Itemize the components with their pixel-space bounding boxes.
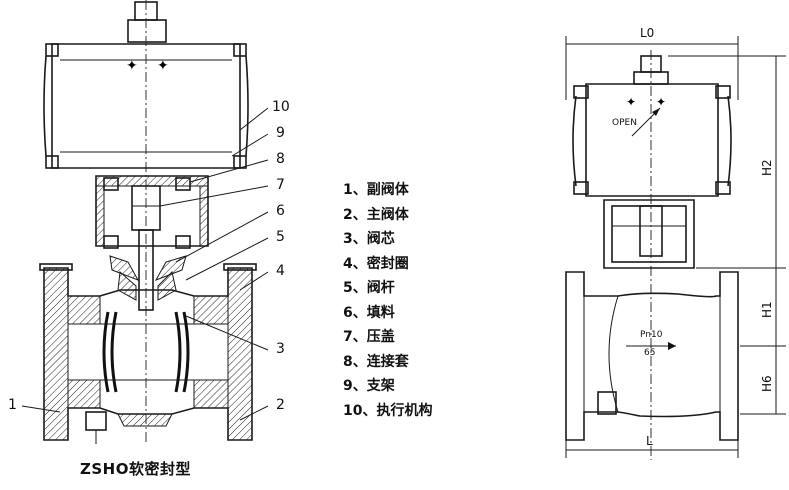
parts-list-item: 8、连接套: [343, 353, 409, 370]
callout-4: 4: [276, 263, 285, 279]
parts-list-item: 7、压盖: [343, 329, 395, 345]
svg-text:✦: ✦: [126, 58, 138, 74]
nameplate-label: Pn10: [640, 330, 663, 340]
parts-list-item: 10、执行机构: [343, 402, 433, 419]
parts-list: 1、副阀体 2、主阀体 3、阀芯 4、密封圈 5、阀杆 6、填料 7、压盖 8、…: [343, 178, 432, 423]
svg-text:✦: ✦: [656, 95, 666, 109]
callout-8: 8: [276, 151, 285, 167]
nameplate-sub-label: 65: [644, 348, 656, 358]
left-section-view: ✦ ✦: [39, 0, 257, 445]
svg-text:✦: ✦: [157, 58, 169, 74]
parts-list-item: 6、填料: [343, 304, 395, 321]
dimension-l0: L0: [640, 26, 655, 40]
parts-list-item: 1、副阀体: [343, 182, 409, 198]
callout-10: 10: [272, 99, 290, 115]
dimension-h2: H2: [760, 159, 774, 176]
callout-3: 3: [276, 341, 285, 357]
callout-5: 5: [276, 229, 285, 245]
callout-1: 1: [8, 397, 17, 413]
callout-9: 9: [276, 125, 285, 141]
dimension-l: L: [646, 434, 653, 448]
right-external-view: ✦ ✦: [565, 36, 786, 460]
parts-list-item: 2、主阀体: [343, 206, 409, 223]
callout-2: 2: [276, 397, 285, 413]
dimension-h1: H1: [760, 301, 774, 318]
parts-list-item: 9、支架: [343, 378, 395, 394]
callout-6: 6: [276, 203, 285, 219]
diagram-caption: ZSHO软密封型: [80, 460, 191, 478]
parts-list-item: 3、阀芯: [343, 231, 395, 247]
dimension-h6: H6: [760, 375, 774, 392]
callout-7: 7: [276, 177, 285, 193]
parts-list-item: 5、阀杆: [343, 280, 395, 296]
actuator-tag: OPEN: [612, 118, 637, 128]
leader-lines: [21, 107, 269, 421]
svg-text:✦: ✦: [626, 95, 636, 109]
parts-list-item: 4、密封圈: [343, 255, 409, 272]
